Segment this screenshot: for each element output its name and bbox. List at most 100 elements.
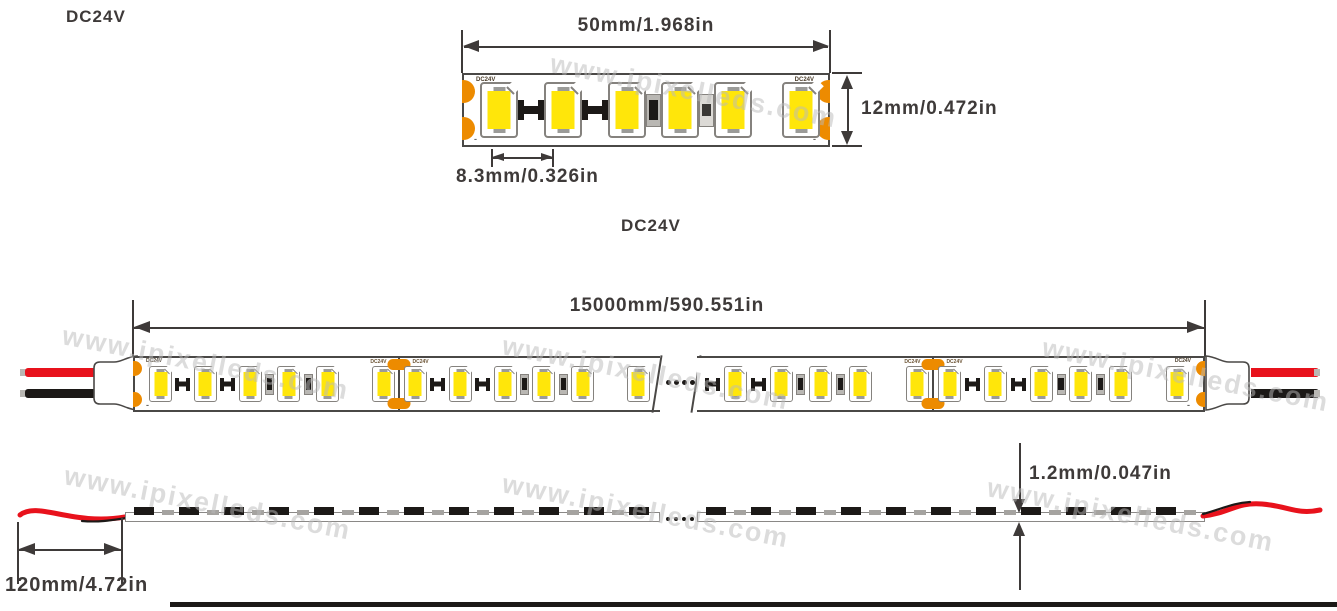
led-package xyxy=(782,82,820,138)
side-resistor xyxy=(959,510,971,515)
break-dot xyxy=(682,517,686,521)
side-resistor xyxy=(824,510,836,515)
side-led xyxy=(179,507,199,515)
led-chip xyxy=(282,372,296,396)
led-package xyxy=(480,82,518,138)
resistor-component xyxy=(1096,373,1106,395)
extension-line xyxy=(121,518,123,584)
side-led xyxy=(706,507,726,515)
end-cap-left xyxy=(93,355,138,411)
arrowhead-up-icon xyxy=(841,75,853,89)
led-package xyxy=(316,366,340,402)
side-resistor xyxy=(162,510,174,515)
led-package xyxy=(277,366,301,402)
solder-pad xyxy=(462,117,475,140)
solder-pad xyxy=(133,361,142,376)
extension-line xyxy=(132,300,134,357)
break-dot xyxy=(674,517,678,521)
spacer xyxy=(752,110,782,111)
voltage-label-top: DC24V xyxy=(66,7,126,26)
side-led xyxy=(1156,507,1176,515)
side-resistor xyxy=(1049,510,1061,515)
solder-pad xyxy=(133,392,142,407)
dimension-line xyxy=(847,85,849,135)
spacer xyxy=(876,384,902,385)
wire-tip xyxy=(1314,390,1320,397)
solder-pad-oval xyxy=(387,398,411,409)
polarity-mark: - xyxy=(813,134,816,144)
pcb-voltage-label: DC24V xyxy=(946,359,963,365)
led-package xyxy=(938,366,962,402)
side-led xyxy=(494,507,514,515)
side-view-strip-left xyxy=(125,507,660,522)
jumper-component xyxy=(1010,377,1026,391)
extension-line xyxy=(832,145,862,147)
side-resistor xyxy=(522,510,534,515)
led-pitch-dimension-label: 8.3mm/0.326in xyxy=(456,166,599,187)
led-chip xyxy=(576,372,590,396)
solder-pad xyxy=(1196,361,1205,376)
led-chip xyxy=(453,372,467,396)
arrowhead-right-icon xyxy=(541,153,553,161)
led-package xyxy=(448,366,472,402)
led-package xyxy=(983,366,1007,402)
led-chip xyxy=(1034,372,1048,396)
solder-pad-oval xyxy=(921,398,945,409)
side-wire-right xyxy=(1200,500,1323,519)
resistor-component xyxy=(646,93,661,127)
led-chip xyxy=(408,372,422,396)
resistor-component xyxy=(558,373,568,395)
side-resistor xyxy=(779,510,791,515)
dimension-line xyxy=(19,549,121,551)
led-package xyxy=(193,366,217,402)
voltage-label-middle: DC24V xyxy=(621,216,681,235)
side-led xyxy=(1066,507,1086,515)
resistor-component xyxy=(836,373,846,395)
spacer xyxy=(1136,384,1162,385)
side-resistor xyxy=(252,510,264,515)
side-led xyxy=(751,507,771,515)
resistor-component xyxy=(519,373,529,395)
jumper-component xyxy=(220,377,236,391)
side-led xyxy=(224,507,244,515)
jumper-component xyxy=(750,377,766,391)
wire-tip xyxy=(20,390,26,397)
led-package xyxy=(493,366,517,402)
led-package xyxy=(723,366,747,402)
jumper-component xyxy=(175,377,191,391)
side-led xyxy=(134,507,154,515)
dimension-line xyxy=(1019,535,1021,590)
extension-line xyxy=(461,30,463,73)
led-package xyxy=(626,366,650,402)
solder-pad-oval xyxy=(921,359,945,370)
pcb-voltage-label: DC24V xyxy=(1174,358,1191,364)
break-dot xyxy=(666,517,670,521)
solder-pad xyxy=(462,80,475,103)
polarity-mark: - xyxy=(146,400,149,410)
led-package xyxy=(1069,366,1093,402)
polarity-mark: - xyxy=(1187,400,1190,410)
led-package xyxy=(571,366,595,402)
side-led xyxy=(629,507,649,515)
pcb-voltage-label: DC24V xyxy=(146,358,163,364)
led-chip xyxy=(631,372,645,396)
detail-strip-pcb: DC24V DC24V - - xyxy=(462,73,830,147)
side-resistor xyxy=(1184,510,1196,515)
end-cap-right xyxy=(1205,355,1250,411)
side-resistor xyxy=(914,510,926,515)
jumper-component xyxy=(965,377,981,391)
power-wire-black xyxy=(25,389,97,398)
segment-length-dimension-label: 50mm/1.968in xyxy=(577,15,715,36)
led-package xyxy=(238,366,262,402)
led-chip xyxy=(537,372,551,396)
solder-pad xyxy=(817,117,830,140)
jumper-component xyxy=(582,100,608,120)
led-package xyxy=(403,366,427,402)
polarity-mark: - xyxy=(474,134,477,144)
led-package xyxy=(544,82,582,138)
resistor-component xyxy=(1056,373,1066,395)
led-chip xyxy=(198,372,212,396)
